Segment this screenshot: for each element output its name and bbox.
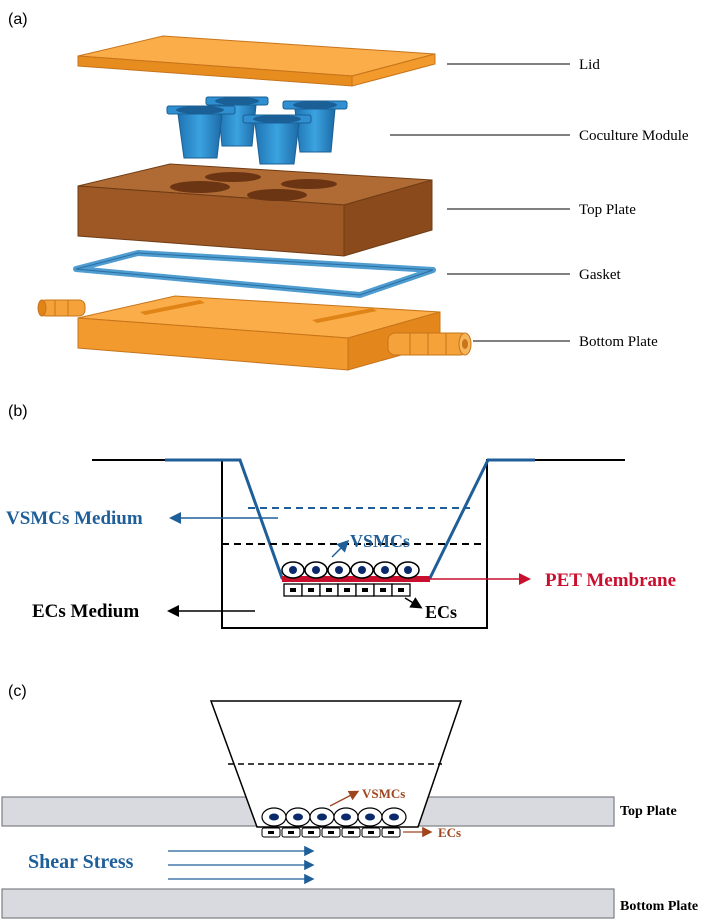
vsmc-cell — [285, 807, 311, 827]
bottom-plate-label: Bottom Plate — [579, 334, 658, 350]
vsmcs-arrow-c — [329, 790, 360, 807]
bottom-plate — [37, 295, 472, 371]
ec-cells-b — [283, 583, 411, 597]
ecs-medium-label: ECs Medium — [32, 601, 139, 622]
pet-membrane-label: PET Membrane — [545, 570, 676, 591]
ec-cell — [301, 583, 321, 597]
vsmc-cell — [373, 561, 397, 579]
cup-front-right — [242, 114, 312, 165]
outlet-connector — [387, 332, 472, 356]
shear-stress-label: Shear Stress — [28, 851, 134, 873]
ec-cell — [281, 827, 301, 838]
vsmc-cell — [381, 807, 407, 827]
panel-b-label: (b) — [8, 403, 28, 420]
vsmc-cell — [309, 807, 335, 827]
bottom-plate-c — [1, 888, 615, 919]
inlet-connector — [37, 299, 86, 317]
gasket — [73, 250, 436, 298]
ec-cell — [373, 583, 393, 597]
ec-cell — [381, 827, 401, 838]
ec-cell — [321, 827, 341, 838]
vsmcs-arrow-b — [331, 539, 350, 558]
vsmc-cell — [327, 561, 351, 579]
vsmc-cell — [357, 807, 383, 827]
cup-front-left — [166, 105, 236, 159]
bottom-plate-label-c: Bottom Plate — [620, 899, 698, 914]
coculture-module — [166, 96, 348, 165]
ec-cell — [337, 583, 357, 597]
ec-cell — [355, 583, 375, 597]
panel-a: (a) — [8, 11, 689, 371]
vsmc-cell — [333, 807, 359, 827]
top-plate-label-c: Top Plate — [620, 804, 677, 819]
vsmc-cell — [304, 561, 328, 579]
panel-c-label: (c) — [8, 683, 27, 700]
top-plate — [77, 163, 433, 257]
panel-c: (c) VSMCs ECs T — [1, 683, 698, 919]
vsmc-cells-c — [261, 807, 407, 827]
insert-c — [209, 700, 463, 828]
ecs-arrow-b — [404, 597, 423, 609]
vsmcs-label-b: VSMCs — [350, 531, 410, 551]
ecs-label-b: ECs — [425, 602, 457, 622]
gasket-label: Gasket — [579, 267, 621, 283]
vsmc-cell — [350, 561, 374, 579]
vsmcs-label-c: VSMCs — [362, 786, 405, 801]
vsmcs-medium-label: VSMCs Medium — [6, 508, 143, 529]
ec-cells-c — [261, 827, 401, 838]
panel-b: (b) VSMCs Medi — [6, 403, 676, 629]
ec-cell — [283, 583, 303, 597]
ec-cell — [319, 583, 339, 597]
pet-membrane — [282, 576, 430, 582]
ec-cell — [261, 827, 281, 838]
lid — [77, 35, 436, 87]
vsmc-cell — [281, 561, 305, 579]
insert-wall — [165, 458, 535, 580]
vsmc-cell — [261, 807, 287, 827]
vsmc-cell — [396, 561, 420, 579]
coculture-module-label: Coculture Module — [579, 128, 689, 144]
ec-cell — [361, 827, 381, 838]
panel-a-label: (a) — [8, 11, 28, 28]
ec-cell — [391, 583, 411, 597]
ec-cell — [341, 827, 361, 838]
ec-cell — [301, 827, 321, 838]
top-plate-label: Top Plate — [579, 202, 636, 218]
ecs-label-c: ECs — [438, 825, 461, 840]
lid-label: Lid — [579, 57, 600, 73]
vsmc-cells-b — [281, 561, 420, 579]
